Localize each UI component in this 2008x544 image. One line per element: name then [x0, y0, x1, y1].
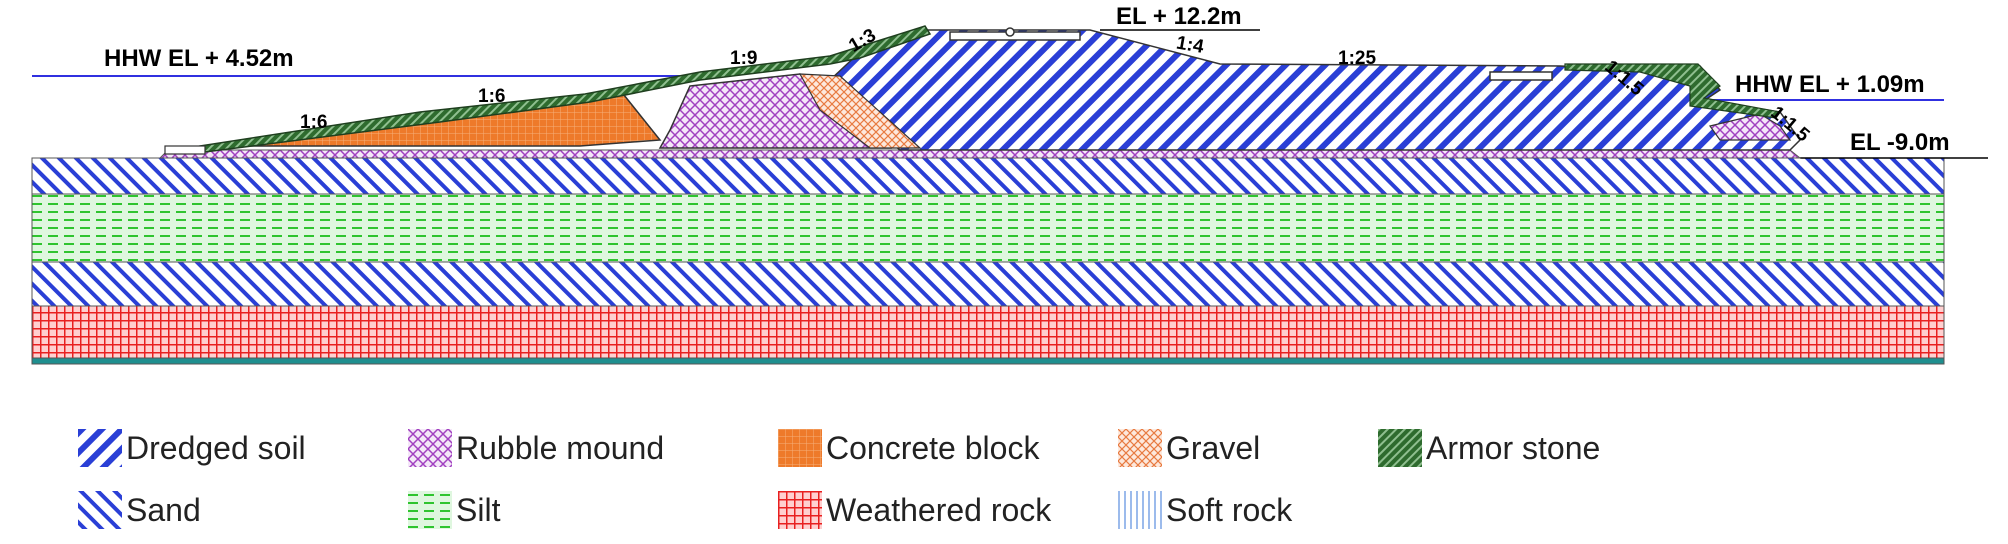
- soft-rock-swatch-icon: [1118, 491, 1162, 529]
- legend: Dredged soil Rubble mound Concrete block…: [78, 428, 1978, 538]
- legend-label: Rubble mound: [456, 429, 665, 466]
- bench-slab: [1489, 71, 1553, 81]
- legend-label: Gravel: [1166, 429, 1261, 466]
- dredged-soil-body: [829, 29, 1801, 151]
- hhw-right-label: HHW EL + 1.09m: [1735, 71, 1925, 98]
- crest-el-label: EL + 12.2m: [1116, 3, 1242, 30]
- slope-label-2: 1:6: [478, 86, 505, 107]
- silt-swatch-icon: [408, 491, 452, 529]
- slope-label-1: 1:6: [300, 112, 327, 133]
- right-rubble-toe: [1708, 113, 1792, 141]
- gravel-swatch-icon: [1118, 429, 1162, 467]
- slope-label-5: 1:4: [1175, 32, 1206, 58]
- legend-label: Weathered rock: [826, 491, 1052, 528]
- cross-section-diagram: HHW EL + 4.52m HHW EL + 1.09m EL + 12.2m…: [31, 3, 1988, 365]
- base-rubble-strip: [158, 149, 1802, 159]
- legend-label: Concrete block: [826, 429, 1040, 466]
- dredged-soil-swatch-icon: [78, 429, 122, 467]
- armor-stone-right: [1564, 63, 1782, 119]
- legend-label: Sand: [126, 491, 201, 528]
- layer-weathered-rock: [31, 305, 1945, 359]
- layer-sand-top: [31, 157, 1945, 195]
- layer-sand-bottom: [31, 261, 1945, 307]
- legend-item-concrete-block: Concrete block: [778, 428, 1039, 468]
- legend-item-rubble-mound: Rubble mound: [408, 428, 664, 468]
- legend-item-armor-stone: Armor stone: [1378, 428, 1600, 468]
- gravel-filter: [798, 73, 922, 149]
- layer-soft-rock: [31, 357, 1945, 365]
- legend-item-dredged-soil: Dredged soil: [78, 428, 306, 468]
- crest-slab: [949, 31, 1081, 41]
- legend-item-gravel: Gravel: [1118, 428, 1260, 468]
- toe-block-left: [164, 145, 206, 155]
- legend-item-soft-rock: Soft rock: [1118, 490, 1292, 530]
- weathered-rock-swatch-icon: [778, 491, 822, 529]
- crest-marker: [1005, 27, 1015, 37]
- rubble-mound-swatch-icon: [408, 429, 452, 467]
- layer-silt: [31, 193, 1945, 263]
- toe-el-label: EL -9.0m: [1850, 129, 1950, 156]
- legend-item-weathered-rock: Weathered rock: [778, 490, 1051, 530]
- legend-label: Armor stone: [1426, 429, 1601, 466]
- armor-stone-left: [198, 25, 932, 153]
- legend-label: Dredged soil: [126, 429, 306, 466]
- legend-label: Silt: [456, 491, 501, 528]
- hhw-left-label: HHW EL + 4.52m: [104, 45, 294, 72]
- slope-label-3: 1:9: [730, 48, 757, 69]
- legend-item-sand: Sand: [78, 490, 201, 530]
- legend-label: Soft rock: [1166, 491, 1293, 528]
- legend-item-silt: Silt: [408, 490, 500, 530]
- sand-swatch-icon: [78, 491, 122, 529]
- slope-label-6: 1:25: [1338, 48, 1376, 69]
- concrete-block-swatch-icon: [778, 429, 822, 467]
- armor-stone-swatch-icon: [1378, 429, 1422, 467]
